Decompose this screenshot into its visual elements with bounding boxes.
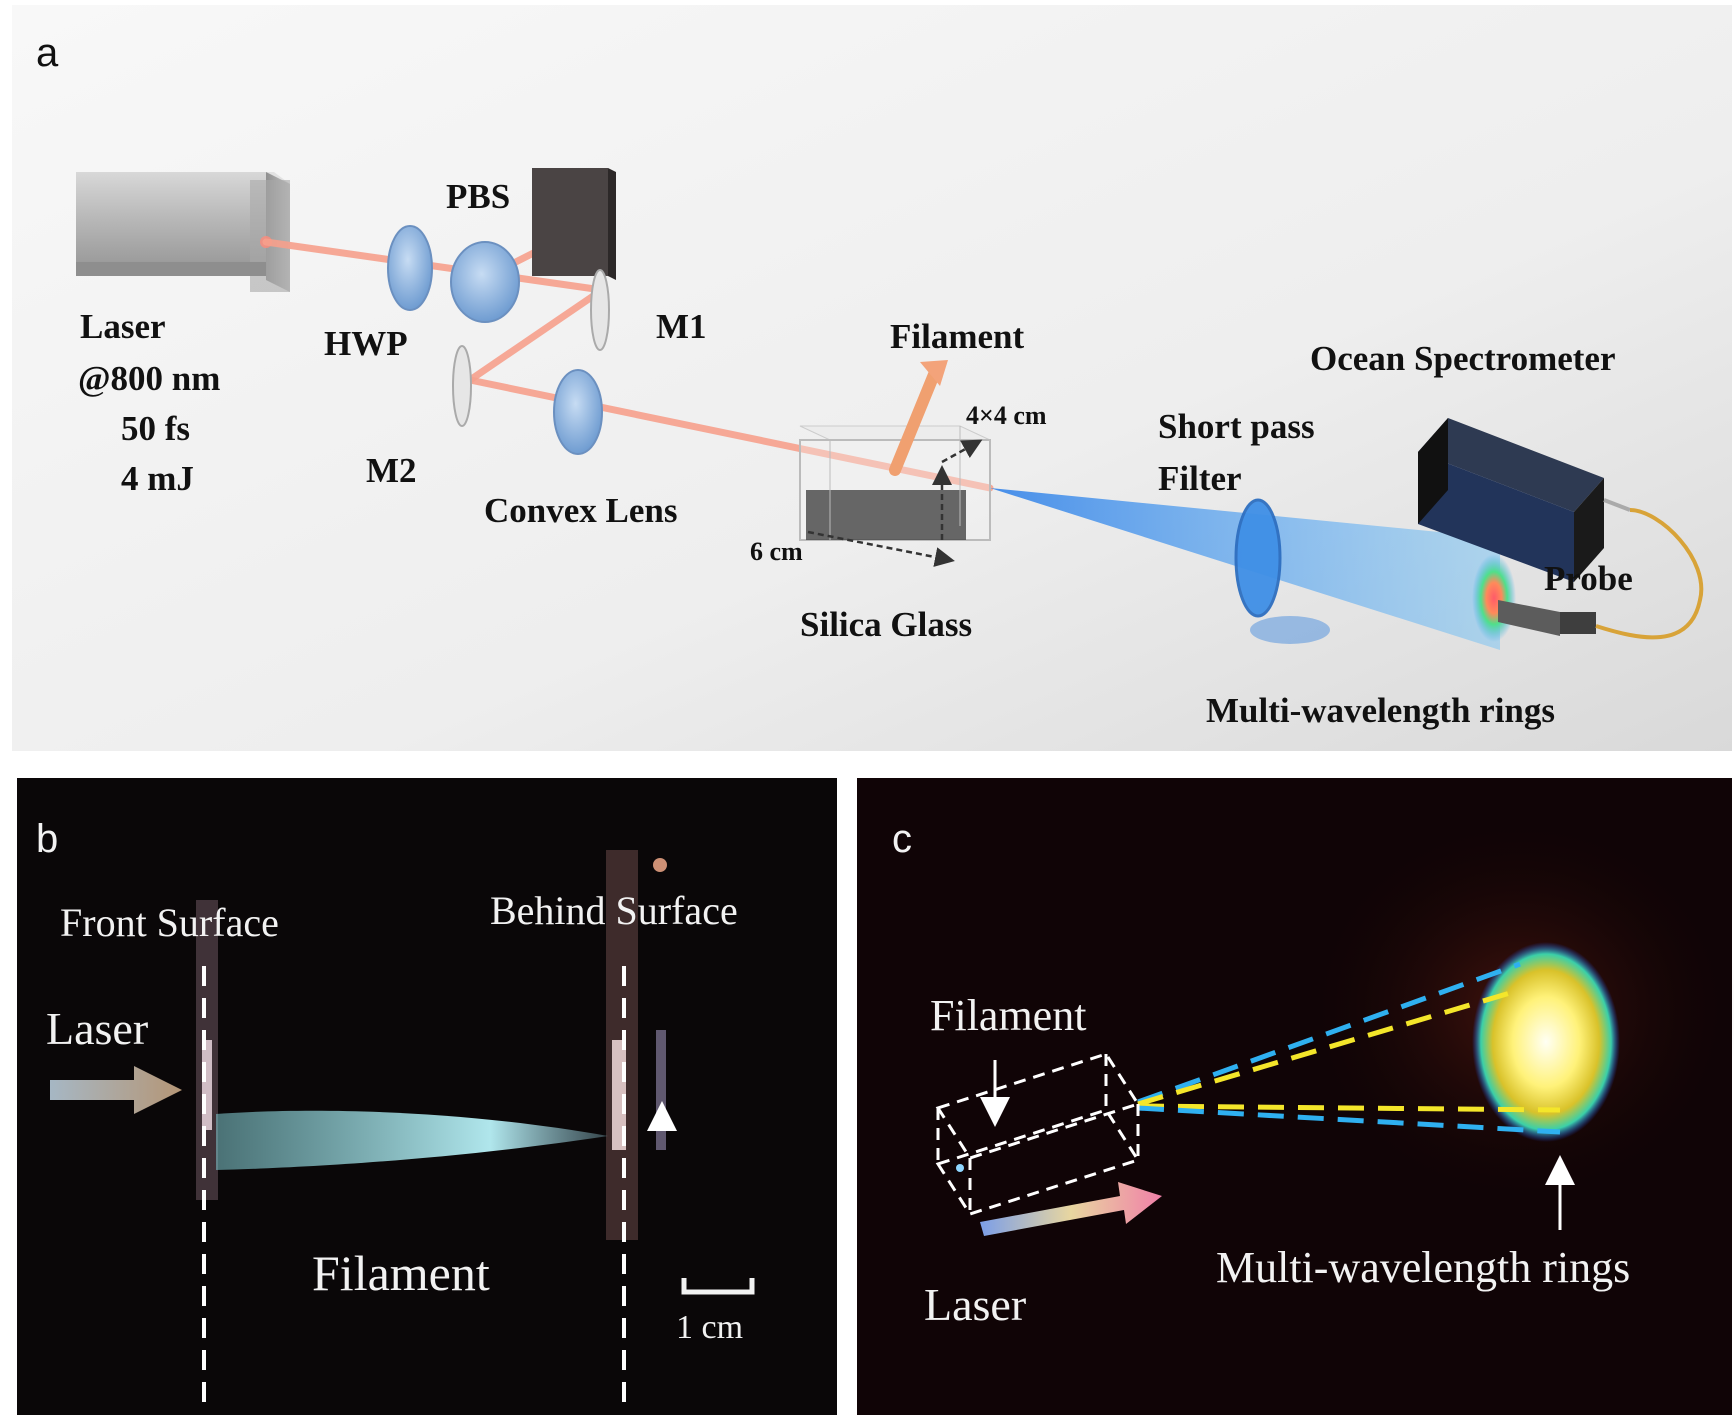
beam-dump	[532, 168, 608, 276]
scale-bar	[681, 1278, 755, 1295]
filament-streak-b	[216, 1110, 608, 1170]
fiber-cable	[1595, 508, 1704, 640]
filament-label-c: Filament	[930, 991, 1086, 1040]
dim-6-horizontal	[807, 530, 955, 567]
filament-label-b: Filament	[312, 1245, 490, 1301]
rings-spot-c	[1472, 942, 1620, 1142]
dim-6-label: 6 cm	[750, 537, 803, 566]
probe	[1498, 600, 1596, 636]
rings-label-c: Multi-wavelength rings	[1216, 1243, 1630, 1292]
panel-b-letter: b	[36, 817, 58, 861]
laser-source	[76, 172, 290, 292]
hwp-plate	[387, 225, 433, 311]
glass-box-c	[935, 1052, 1141, 1216]
scale-bar-label: 1 cm	[676, 1309, 743, 1346]
pbs-label: PBS	[446, 177, 510, 216]
laser-label-b: Laser	[46, 1003, 148, 1054]
silica-glass-label: Silica Glass	[800, 605, 972, 644]
short-pass-label-line2: Filter	[1158, 459, 1242, 498]
behind-surface-label: Behind Surface	[490, 888, 738, 933]
pbs-cube	[450, 241, 520, 323]
filament-label-a: Filament	[890, 317, 1024, 356]
dim-4x4-label: 4×4 cm	[966, 401, 1047, 430]
convex-lens	[553, 369, 603, 455]
panel-a: a	[12, 5, 1732, 751]
probe-label: Probe	[1544, 559, 1633, 598]
filament-spot-c	[956, 1164, 964, 1172]
short-pass-filter	[1234, 498, 1282, 618]
cone-dashes	[1137, 961, 1561, 1135]
rings-label-a: Multi-wavelength rings	[1206, 691, 1555, 730]
panel-c: c Filament Laser Multi-wavelength rin	[857, 778, 1734, 1415]
laser-label: Laser @800 nm 50 fs 4 mJ	[78, 307, 220, 498]
mirror-m2	[452, 345, 472, 427]
laser-arrow-c	[980, 1182, 1162, 1236]
silica-glass-block	[799, 425, 991, 541]
mirror-m1	[590, 269, 610, 351]
spectrometer-device	[1418, 418, 1631, 582]
panel-a-letter: a	[36, 31, 59, 75]
ring-spot	[1472, 554, 1516, 642]
filament-arrow	[889, 366, 941, 476]
dim-4x4-diag	[941, 439, 983, 464]
filter-shadow	[1250, 616, 1330, 644]
spectrometer-label: Ocean Spectrometer	[1310, 339, 1615, 378]
laser-label-duration: 50 fs	[121, 409, 190, 448]
hwp-label: HWP	[324, 324, 408, 363]
laser-label-energy: 4 mJ	[121, 459, 194, 498]
convex-lens-label: Convex Lens	[484, 491, 678, 530]
front-surface-label: Front Surface	[60, 900, 279, 945]
panel-c-letter: c	[892, 817, 912, 861]
laser-arrow-b	[50, 1066, 182, 1114]
panel-b: b 1 cm Front Surface Behind Surface Lase…	[17, 778, 837, 1415]
hot-spot	[653, 858, 667, 872]
laser-label-name: Laser	[80, 307, 166, 346]
laser-label-wavelength: @800 nm	[78, 359, 220, 398]
m2-label: M2	[366, 451, 417, 490]
laser-label-c: Laser	[924, 1279, 1026, 1330]
short-pass-label-line1: Short pass	[1158, 407, 1315, 446]
m1-label: M1	[656, 307, 707, 346]
